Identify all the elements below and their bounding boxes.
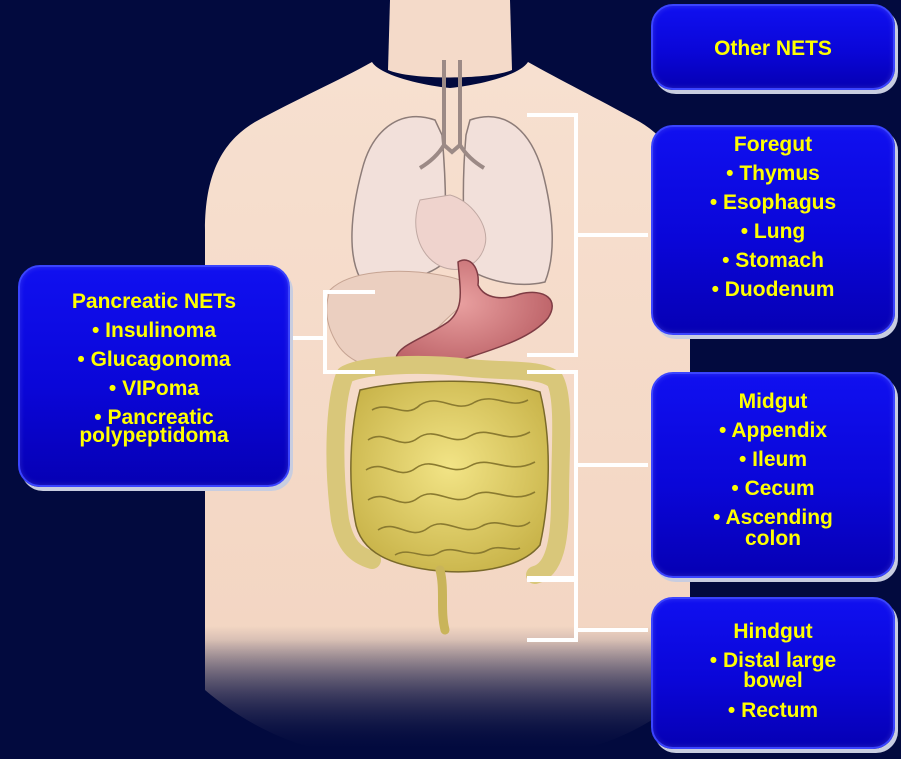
pancreatic-nets-panel: Pancreatic NETs • Insulinoma • Glucagono… [18,265,290,487]
hindgut-title: Hindgut [653,617,893,646]
other-nets-panel: Other NETS [651,4,895,90]
bottom-fade [180,640,720,759]
midgut-item: • Ileum [653,445,893,474]
midgut-panel: Midgut • Appendix • Ileum • Cecum • Asce… [651,372,895,578]
midgut-item: • Cecum [653,474,893,503]
midgut-item: • Ascending [653,509,893,527]
foregut-panel: Foregut • Thymus • Esophagus • Lung • St… [651,125,895,335]
midgut-item: colon [653,530,893,548]
midgut-item: • Appendix [653,416,893,445]
foregut-item: • Esophagus [653,188,893,217]
pancreatic-item: • Glucagonoma [20,345,288,374]
foregut-title: Foregut [653,130,893,159]
foregut-item: • Stomach [653,246,893,275]
neck [388,0,512,78]
hindgut-item: • Rectum [653,696,893,725]
pancreatic-nets-title: Pancreatic NETs [20,287,288,316]
rectum [440,570,445,630]
foregut-item: • Lung [653,217,893,246]
other-nets-title: Other NETS [653,34,893,63]
small-intestine [351,381,548,572]
pancreatic-item: • Insulinoma [20,316,288,345]
foregut-item: • Duodenum [653,275,893,304]
hindgut-item: • Distal large [653,652,893,670]
pancreatic-item: polypeptidoma [20,427,288,445]
hindgut-item: bowel [653,672,893,690]
hindgut-panel: Hindgut • Distal large bowel • Rectum [651,597,895,749]
foregut-item: • Thymus [653,159,893,188]
pancreatic-item: • VIPoma [20,374,288,403]
midgut-title: Midgut [653,387,893,416]
